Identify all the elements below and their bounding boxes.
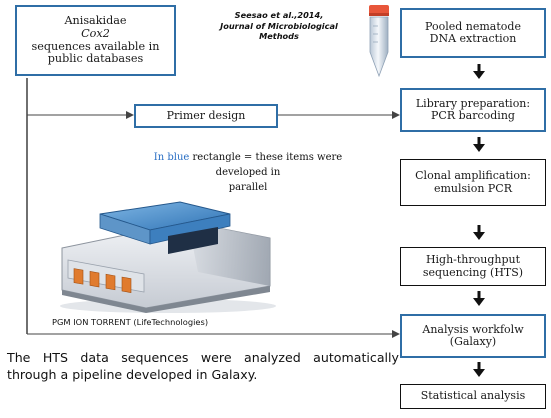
summary-paragraph: The HTS data sequences were analyzed aut… <box>7 350 399 383</box>
step-statistical-analysis: Statistical analysis <box>400 384 546 409</box>
step-clonal-amplification: Clonal amplification:emulsion PCR <box>400 159 546 206</box>
sequencer-machine-icon <box>60 201 276 313</box>
equipment-caption: PGM ION TORRENT (LifeTechnologies) <box>52 317 209 327</box>
citation: Seesao et al.,2014, Journal of Microbiol… <box>220 10 338 42</box>
down-arrow-1 <box>473 64 485 79</box>
parallel-note: In blue rectangle = these items were dev… <box>153 152 343 193</box>
down-arrow-3 <box>473 225 485 240</box>
step-library-preparation: Library preparation:PCR barcoding <box>400 88 546 132</box>
source-sequences-box: Anisakidae Cox2 sequences available in p… <box>15 5 176 76</box>
step-analysis-workflow: Analysis workfolw(Galaxy) <box>400 314 546 358</box>
down-arrow-5 <box>473 362 485 377</box>
dna-tube-icon <box>369 5 389 78</box>
down-arrow-2 <box>473 137 485 152</box>
down-arrow-4 <box>473 291 485 306</box>
primer-design-box: Primer design <box>134 104 278 128</box>
